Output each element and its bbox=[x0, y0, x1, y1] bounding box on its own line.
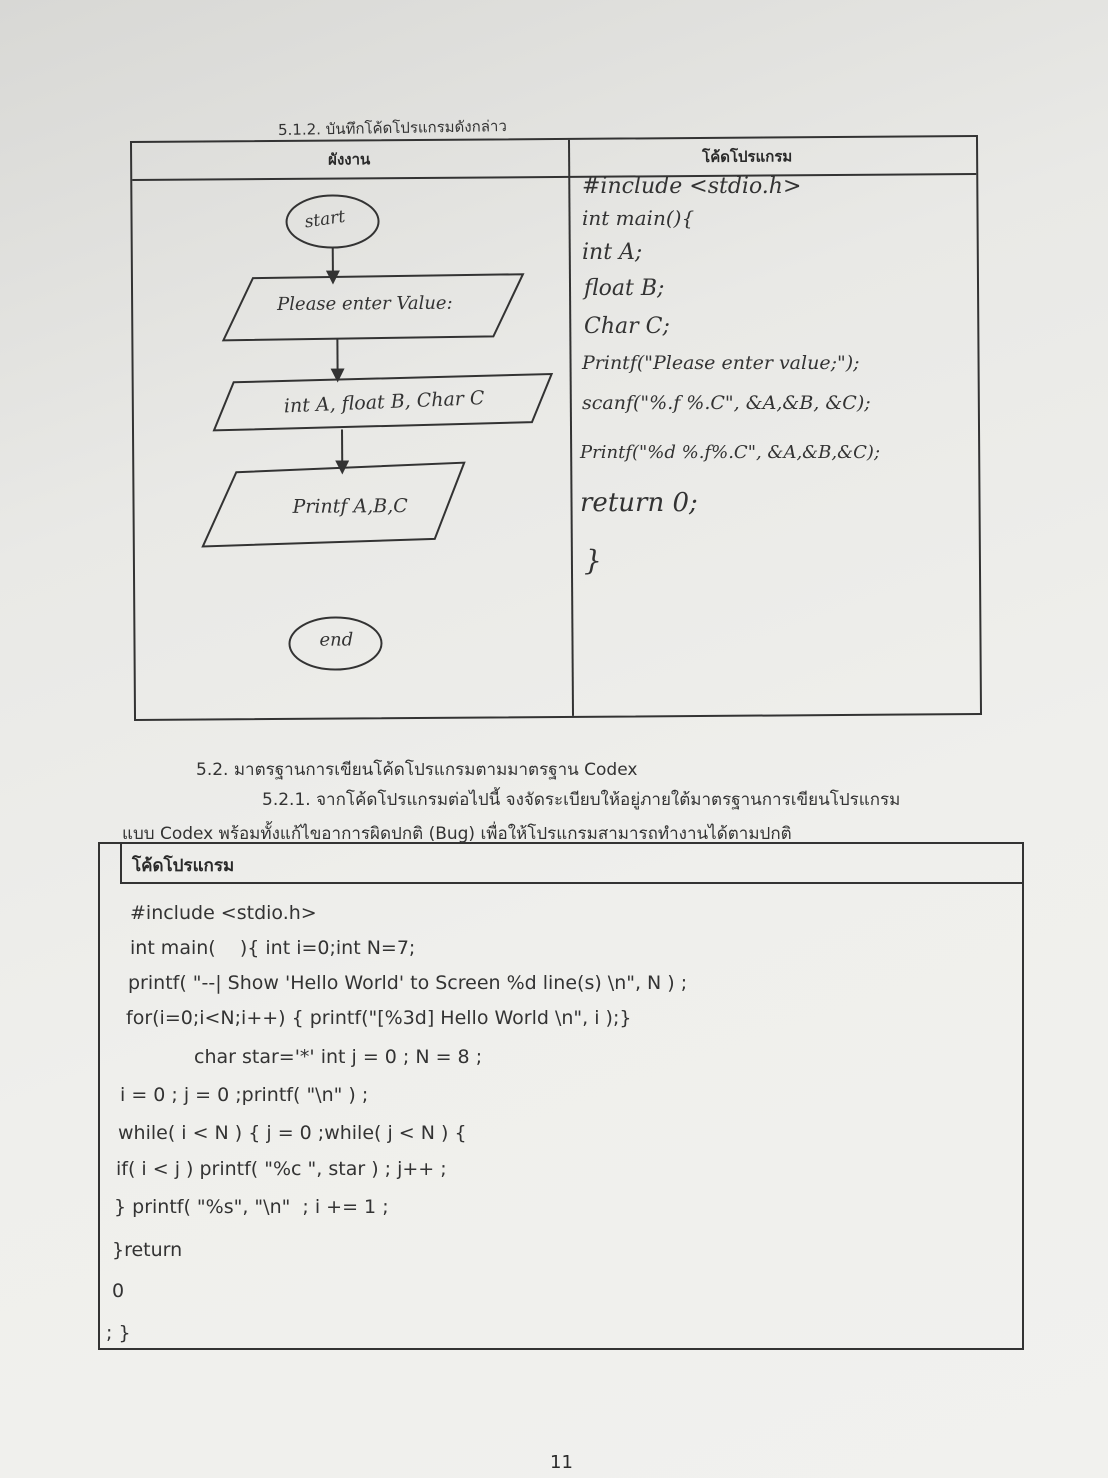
handwritten-code-line: float B; bbox=[584, 276, 665, 301]
section-5-2-1-title-line2: แบบ Codex พร้อมทั้งแก้ไขอาการผิดปกติ (Bu… bbox=[122, 824, 792, 844]
code-line: if( i < j ) printf( "%c ", star ) ; j++ … bbox=[116, 1158, 447, 1180]
code-line: } printf( "%s", "\n" ; i += 1 ; bbox=[114, 1196, 389, 1218]
code-line: #include <stdio.h> bbox=[130, 902, 317, 924]
code-line: char star='*' int j = 0 ; N = 8 ; bbox=[194, 1046, 483, 1068]
output-parallelogram bbox=[201, 461, 466, 548]
code-table-header: โค้ดโปรแกรม bbox=[120, 844, 1022, 884]
flowchart-input-label: Please enter Value: bbox=[277, 292, 453, 315]
code-line: for(i=0;i<N;i++) { printf("[%3d] Hello W… bbox=[126, 1007, 632, 1029]
flowchart-code-table: ผังงาน โค้ดโปรแกรม start Please enter Va… bbox=[129, 135, 983, 721]
end-terminator bbox=[288, 616, 383, 671]
flowchart-output-label: Printf A,B,C bbox=[292, 495, 408, 518]
input-parallelogram bbox=[221, 273, 525, 342]
handwritten-code-line: #include <stdio.h> bbox=[582, 174, 802, 199]
handwritten-code-line: int A; bbox=[582, 240, 643, 265]
code-line: ; } bbox=[106, 1322, 131, 1344]
flowchart-end-label: end bbox=[319, 629, 354, 651]
program-code-table: โค้ดโปรแกรม bbox=[98, 842, 1024, 1350]
code-line: }return bbox=[112, 1239, 183, 1261]
declare-parallelogram bbox=[212, 372, 554, 432]
handwritten-code-line: return 0; bbox=[580, 488, 698, 518]
handwritten-code-line: Printf("%d %.f%.C", &A,&B,&C); bbox=[580, 442, 881, 463]
handwritten-code-line: scanf("%.f %.C", &A,&B, &C); bbox=[582, 392, 871, 414]
code-line: int main( ){ int i=0;int N=7; bbox=[130, 937, 416, 959]
code-line: printf( "--| Show 'Hello World' to Scree… bbox=[128, 972, 688, 994]
section-5-2-1-title: 5.2.1. จากโค้ดโปรแกรมต่อไปนี้ จงจัดระเบี… bbox=[262, 790, 901, 810]
handwritten-code-line: Printf("Please enter value;"); bbox=[582, 352, 860, 374]
code-line: i = 0 ; j = 0 ;printf( "\n" ) ; bbox=[120, 1084, 369, 1106]
handwritten-code-line: Char C; bbox=[584, 314, 670, 339]
flowchart-diagram bbox=[201, 194, 554, 671]
section-5-2-title: 5.2. มาตรฐานการเขียนโค้ดโปรแกรมตามมาตรฐา… bbox=[196, 760, 638, 780]
code-line: 0 bbox=[112, 1280, 125, 1302]
header-program-code: โค้ดโปรแกรม bbox=[702, 147, 793, 166]
code-table-header-label: โค้ดโปรแกรม bbox=[132, 856, 235, 876]
code-line: while( i < N ) { j = 0 ;while( j < N ) { bbox=[118, 1122, 467, 1144]
handwritten-code-line: int main(){ bbox=[582, 206, 695, 230]
page-number: 11 bbox=[550, 1452, 573, 1473]
handwritten-code-line: } bbox=[584, 544, 602, 577]
